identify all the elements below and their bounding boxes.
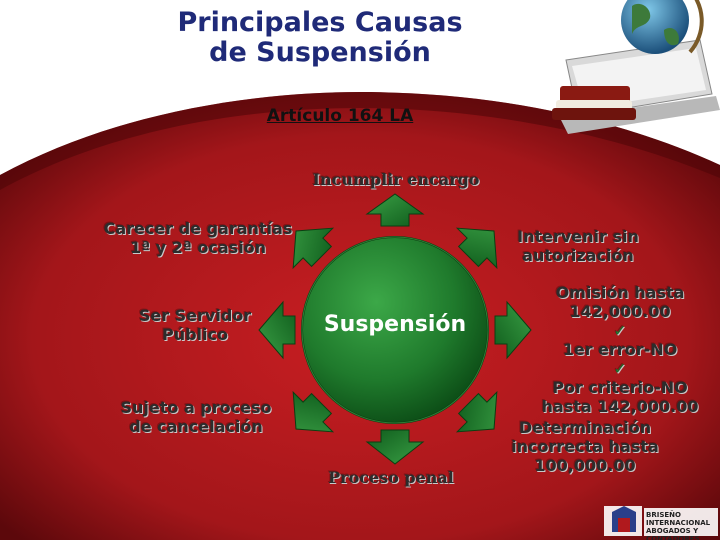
center-label: Suspensión (323, 312, 467, 337)
subtitle: Artículo 164 LA (200, 106, 480, 126)
label-omision: Omisión hasta 142,000.00 ✓1er error-NO ✓… (520, 283, 720, 416)
logo-text-line-1: BRISEÑO INTERNACIONAL (646, 511, 711, 527)
slide-title: Principales Causas de Suspensión (120, 8, 520, 68)
label-omision-line-5: hasta 142,000.00 (541, 397, 699, 416)
logo-icon (604, 506, 718, 536)
check-icon: ✓ (613, 359, 627, 378)
label-carecer-line-2: 1ª y 2ª ocasión (129, 238, 267, 257)
label-determinacion-line-3: 100,000.00 (534, 456, 636, 475)
arrow-lower-right (455, 390, 498, 433)
label-omision-line-2: 142,000.00 (569, 302, 671, 321)
arrow-left (258, 300, 296, 360)
globe-icon (621, 0, 704, 54)
label-omision-line-3: ✓1er error-NO (520, 321, 720, 359)
label-servidor-publico: Ser Servidor Público (120, 306, 270, 344)
check-icon: ✓ (613, 321, 627, 340)
arrow-upper-right (455, 227, 498, 270)
label-intervenir: Intervenir sin autorización (494, 227, 662, 265)
label-omision-line-4: ✓Por criterio-NO (520, 359, 720, 397)
arrow-lower-left (292, 390, 335, 433)
label-sujeto-line-2: de cancelación (129, 417, 263, 436)
arrow-upper-left (292, 227, 335, 270)
subtitle-text: Artículo 164 LA (266, 106, 414, 126)
label-servidor-line-2: Público (161, 325, 228, 344)
label-omision-line-1: Omisión hasta (555, 283, 685, 302)
arrow-right (494, 300, 532, 360)
logo-text-line-2: ABOGADOS Y CONTADORES (646, 527, 700, 540)
label-intervenir-line-2: autorización (522, 246, 634, 265)
logo-text: BRISEÑO INTERNACIONAL ABOGADOS Y CONTADO… (646, 511, 720, 540)
label-carecer-line-1: Carecer de garantías (103, 219, 293, 238)
label-intervenir-line-1: Intervenir sin (517, 227, 639, 246)
label-incumplir-encargo: Incumplir encargo (312, 170, 480, 189)
title-line-2: de Suspensión (209, 37, 431, 68)
arrow-down (365, 429, 425, 465)
label-sujeto-line-1: Sujeto a proceso (120, 398, 272, 417)
label-proceso-penal: Proceso penal (328, 468, 454, 487)
label-omision-line-3-text: 1er error-NO (562, 340, 678, 359)
title-line-1: Principales Causas (177, 7, 463, 38)
label-determinacion: Determinación incorrecta hasta 100,000.0… (490, 418, 680, 475)
arrow-up (365, 193, 425, 227)
label-determinacion-line-1: Determinación (518, 418, 652, 437)
label-sujeto-proceso: Sujeto a proceso de cancelación (96, 398, 296, 436)
book-icon (552, 86, 636, 120)
label-omision-line-4-text: Por criterio-NO (552, 378, 688, 397)
label-carecer-garantias: Carecer de garantías 1ª y 2ª ocasión (78, 219, 318, 257)
label-determinacion-line-2: incorrecta hasta (511, 437, 659, 456)
label-servidor-line-1: Ser Servidor (138, 306, 252, 325)
